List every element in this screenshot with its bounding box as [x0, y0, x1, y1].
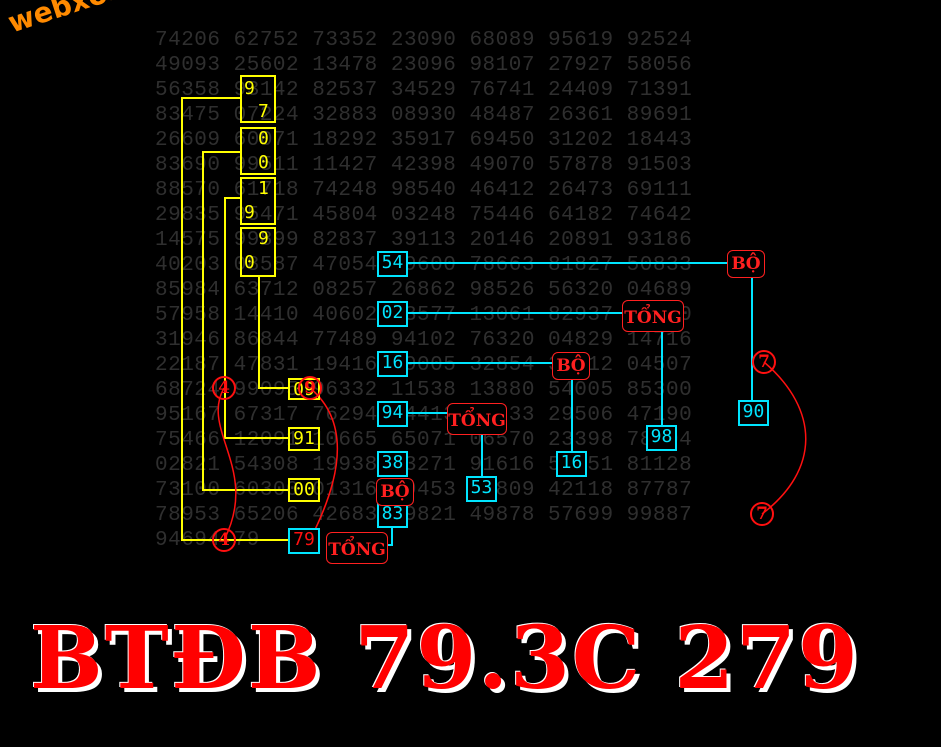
yellow-digit: 0	[258, 152, 269, 173]
yellow-digit: 0	[258, 128, 269, 149]
headline-title: BTĐB 79.3C 279	[30, 608, 860, 709]
grid-row: 40203 08587 47054 79600 78663 81827 5083…	[155, 254, 693, 277]
cyan-number-box: 54	[377, 251, 408, 277]
tong-tag: TỔNG	[447, 403, 507, 435]
grid-row: 85984 63712 08257 26862 98526 56320 0468…	[155, 279, 693, 302]
yellow-digit: 0	[244, 252, 255, 273]
bo-tag: BỘ	[552, 352, 590, 380]
yellow-digit: 9	[244, 202, 255, 223]
grid-row: 68724 99095 96332 11538 13880 54005 8530…	[155, 379, 693, 402]
cyan-number-box: 53	[466, 476, 497, 502]
yellow-number-box: 00	[288, 478, 320, 502]
cyan-number-box: 02	[377, 301, 408, 327]
cyan-number-box: 16	[556, 451, 587, 477]
yellow-pair-box	[240, 75, 276, 123]
red-circled-digit: 4	[212, 528, 236, 552]
yellow-digit: 7	[258, 101, 269, 122]
bo-tag: BỘ	[376, 478, 414, 506]
red-circled-digit: 4	[212, 376, 236, 400]
red-circled-digit: 9	[298, 376, 322, 400]
tong-tag: TỔNG	[622, 300, 684, 332]
cyan-number-box: 38	[377, 451, 408, 477]
grid-row: 49093 25602 13478 23096 98107 27927 5805…	[155, 54, 693, 77]
cyan-number-box: 90	[738, 400, 769, 426]
yellow-digit: 9	[244, 78, 255, 99]
grid-row: 56358 93142 82537 34529 76741 24409 7139…	[155, 79, 693, 102]
cyan-number-box: 98	[646, 425, 677, 451]
grid-row: 88570 61718 74248 98540 46412 26473 6911…	[155, 179, 693, 202]
red-circled-digit: 7	[750, 502, 774, 526]
yellow-pair-box	[240, 127, 276, 175]
tong-tag: TỔNG	[326, 532, 388, 564]
yellow-pair-box	[240, 177, 276, 225]
yellow-pair-box	[240, 227, 276, 277]
grid-row: 26609 60071 18292 35917 69450 31202 1844…	[155, 129, 693, 152]
grid-row: 74206 62752 73352 23090 68089 95619 9252…	[155, 29, 693, 52]
red-circled-digit: 7	[752, 350, 776, 374]
yellow-number-box: 91	[288, 427, 320, 451]
cyan-number-box: 16	[377, 351, 408, 377]
cyan-number-box: 79	[288, 528, 320, 554]
bo-tag: BỘ	[727, 250, 765, 278]
yellow-digit: 1	[258, 178, 269, 199]
yellow-digit: 9	[258, 228, 269, 249]
cyan-number-box: 94	[377, 401, 408, 427]
